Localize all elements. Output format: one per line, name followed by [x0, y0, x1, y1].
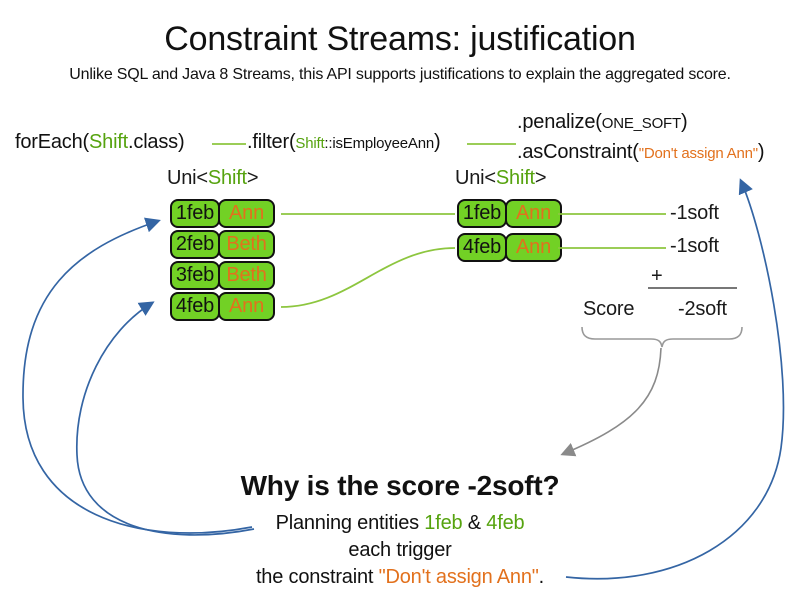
penalty-label-2: -1soft — [670, 235, 719, 257]
table-row: 3feb Beth — [170, 261, 275, 290]
entity-4feb: 4feb — [486, 512, 525, 534]
type-post: > — [534, 167, 547, 189]
gray-arrow-to-why — [560, 347, 662, 457]
penalty-label-1: -1soft — [670, 202, 719, 224]
constraint-name: "Don't assign Ann" — [378, 566, 539, 588]
shift-employee-cell: Ann — [505, 199, 562, 228]
code-token-method: ::isEmployeeAnn — [324, 135, 434, 152]
score-label: Score — [583, 298, 635, 320]
left-stream-type-label: Uni<Shift> — [167, 167, 259, 190]
shift-employee-cell: Ann — [218, 199, 275, 228]
code-token: forEach( — [15, 131, 89, 153]
code-token: ) — [433, 131, 441, 153]
plus-sign: + — [651, 265, 663, 287]
explanation-heading: Why is the score -2soft? — [240, 470, 560, 501]
code-token-class: Shift — [89, 131, 129, 153]
type-pre: Uni< — [167, 167, 208, 189]
text: the constraint — [255, 566, 379, 588]
code-filter: .filter(Shift::isEmployeeAnn) — [247, 131, 441, 154]
score-total: -2soft — [678, 298, 727, 320]
shift-date-cell: 4feb — [457, 233, 507, 262]
type-name: Shift — [495, 167, 535, 189]
code-asconstraint: .asConstraint("Don't assign Ann") — [517, 141, 765, 164]
left-stream-table: 1feb Ann 2feb Beth 3feb Beth 4feb Ann — [170, 199, 275, 323]
text: . — [538, 566, 545, 588]
explanation-line-3: the constraint "Don't assign Ann". — [0, 564, 800, 591]
explanation-line-2: each trigger — [348, 539, 452, 561]
code-token-class: Shift — [295, 135, 325, 152]
code-token: .class) — [128, 131, 185, 153]
text: Planning entities — [275, 512, 425, 534]
right-stream-table: 1feb Ann 4feb Ann — [457, 199, 562, 267]
code-token: ) — [680, 111, 688, 133]
subtitle: Unlike SQL and Java 8 Streams, this API … — [69, 66, 731, 83]
code-token-arg: ONE_SOFT — [601, 115, 681, 132]
code-token: ) — [757, 141, 765, 163]
shift-date-cell: 2feb — [170, 230, 220, 259]
explanation-block: Why is the score -2soft? Planning entiti… — [0, 470, 800, 591]
table-row: 4feb Ann — [170, 292, 275, 321]
table-row: 2feb Beth — [170, 230, 275, 259]
code-token: .asConstraint( — [517, 141, 639, 163]
shift-employee-cell: Ann — [505, 233, 562, 262]
shift-date-cell: 3feb — [170, 261, 220, 290]
shift-date-cell: 1feb — [457, 199, 507, 228]
code-token: .filter( — [247, 131, 296, 153]
sum-line — [648, 287, 737, 289]
page-title: Constraint Streams: justification — [164, 20, 636, 58]
type-name: Shift — [207, 167, 247, 189]
table-row: 1feb Ann — [457, 199, 562, 228]
text: & — [462, 512, 487, 534]
code-penalize: .penalize(ONE_SOFT) — [517, 111, 688, 134]
right-stream-type-label: Uni<Shift> — [455, 167, 547, 190]
table-row: 4feb Ann — [457, 233, 562, 262]
shift-date-cell: 1feb — [170, 199, 220, 228]
score-brace — [581, 326, 743, 348]
shift-employee-cell: Beth — [218, 230, 275, 259]
code-token-string: "Don't assign Ann" — [638, 145, 758, 162]
explanation-line-1: Planning entities 1feb & 4feb — [0, 510, 800, 537]
code-foreach: forEach(Shift.class) — [15, 131, 185, 154]
shift-date-cell: 4feb — [170, 292, 220, 321]
table-row: 1feb Ann — [170, 199, 275, 228]
type-post: > — [246, 167, 259, 189]
green-link-4feb-left — [280, 247, 456, 308]
code-token: .penalize( — [517, 111, 602, 133]
type-pre: Uni< — [455, 167, 496, 189]
shift-employee-cell: Ann — [218, 292, 275, 321]
shift-employee-cell: Beth — [218, 261, 275, 290]
entity-1feb: 1feb — [424, 512, 463, 534]
